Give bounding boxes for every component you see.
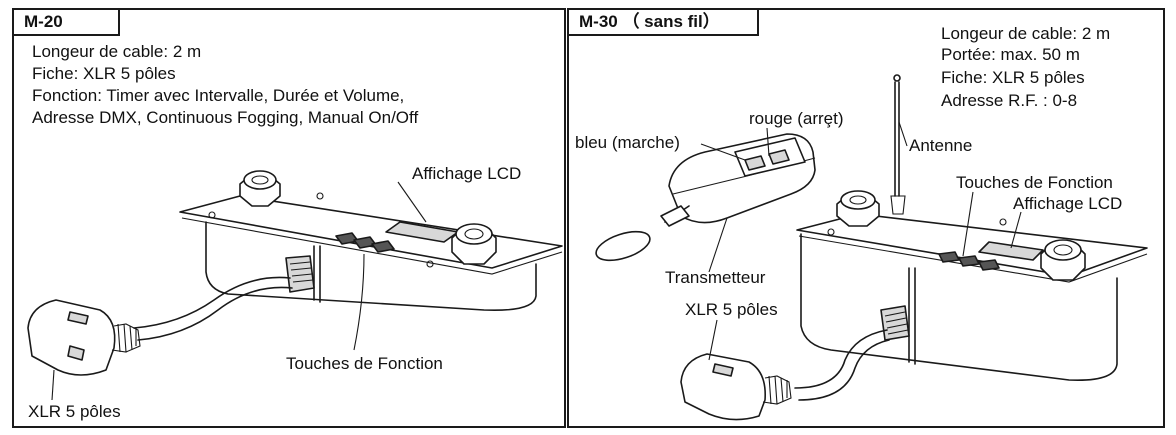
m30-socket bbox=[880, 305, 910, 341]
m30-model-tag: M-30 （ sans fil） bbox=[567, 8, 759, 36]
m30-cable bbox=[794, 329, 888, 389]
m30-keyring bbox=[595, 230, 651, 262]
m30-remote-transmitter bbox=[595, 133, 816, 262]
m30-red-button bbox=[768, 149, 790, 165]
m30-callout-antenna: Antenne bbox=[909, 136, 973, 155]
m30-knob-left bbox=[836, 190, 880, 227]
m30-callout-xlr: XLR 5 pôles bbox=[685, 300, 778, 319]
m20-xlr-plug bbox=[27, 299, 141, 376]
m30-callout-transmitter: Transmetteur bbox=[665, 268, 766, 287]
m30-spec-range: Portée: max. 50 m bbox=[941, 45, 1080, 64]
m30-callout-keys: Touches de Fonction bbox=[956, 173, 1113, 192]
m30-spec-cable: Longeur de cable: 2 m bbox=[941, 24, 1111, 43]
m20-spec-plug: Fiche: XLR 5 pôles bbox=[32, 64, 176, 83]
m20-spec-function: Fonction: Timer avec Intervalle, Durée e… bbox=[32, 86, 405, 105]
m30-callout-lcd: Affichage LCD bbox=[1013, 194, 1123, 213]
m30-key-2 bbox=[958, 255, 980, 267]
m20-spec-cable: Longeur de cable: 2 m bbox=[32, 42, 202, 61]
m30-panel: M-30 （ sans fil） Longeur de cable: 2 m P… bbox=[567, 8, 1165, 428]
m20-cable bbox=[133, 276, 291, 329]
m30-wireless-illustration bbox=[595, 74, 1148, 421]
m20-callout-lcd: Affichage LCD bbox=[412, 164, 522, 183]
m20-key-3 bbox=[371, 240, 395, 253]
m20-callout-keys: Touches de Fonction bbox=[286, 354, 443, 373]
m30-key-1 bbox=[938, 251, 960, 263]
m30-spec-rf-address: Adresse R.F. : 0-8 bbox=[941, 91, 1078, 110]
m30-spec-plug: Fiche: XLR 5 pôles bbox=[941, 68, 1085, 87]
m30-blue-button bbox=[744, 155, 766, 171]
m20-lcd-window bbox=[385, 221, 459, 243]
m30-key-3 bbox=[978, 259, 1000, 271]
m20-knob-right bbox=[451, 223, 497, 265]
m20-knob-left bbox=[239, 170, 281, 207]
m20-panel: M-20 Longeur de cable: 2 m Fiche: XLR 5 … bbox=[12, 8, 566, 428]
m20-socket bbox=[285, 255, 315, 293]
m30-lcd-window bbox=[978, 241, 1044, 261]
m20-model-tag: M-20 bbox=[12, 8, 120, 36]
m20-spec-function-cont: Adresse DMX, Continuous Fogging, Manual … bbox=[32, 108, 419, 127]
m20-controller-illustration bbox=[27, 170, 563, 401]
m30-xlr-plug bbox=[680, 353, 792, 421]
m30-knob-right bbox=[1040, 239, 1086, 281]
m20-callout-xlr: XLR 5 pôles bbox=[28, 402, 121, 421]
m30-callout-red-button: rouge (arrȩt) bbox=[749, 109, 844, 128]
m30-callout-blue-button: bleu (marche) bbox=[575, 133, 680, 152]
